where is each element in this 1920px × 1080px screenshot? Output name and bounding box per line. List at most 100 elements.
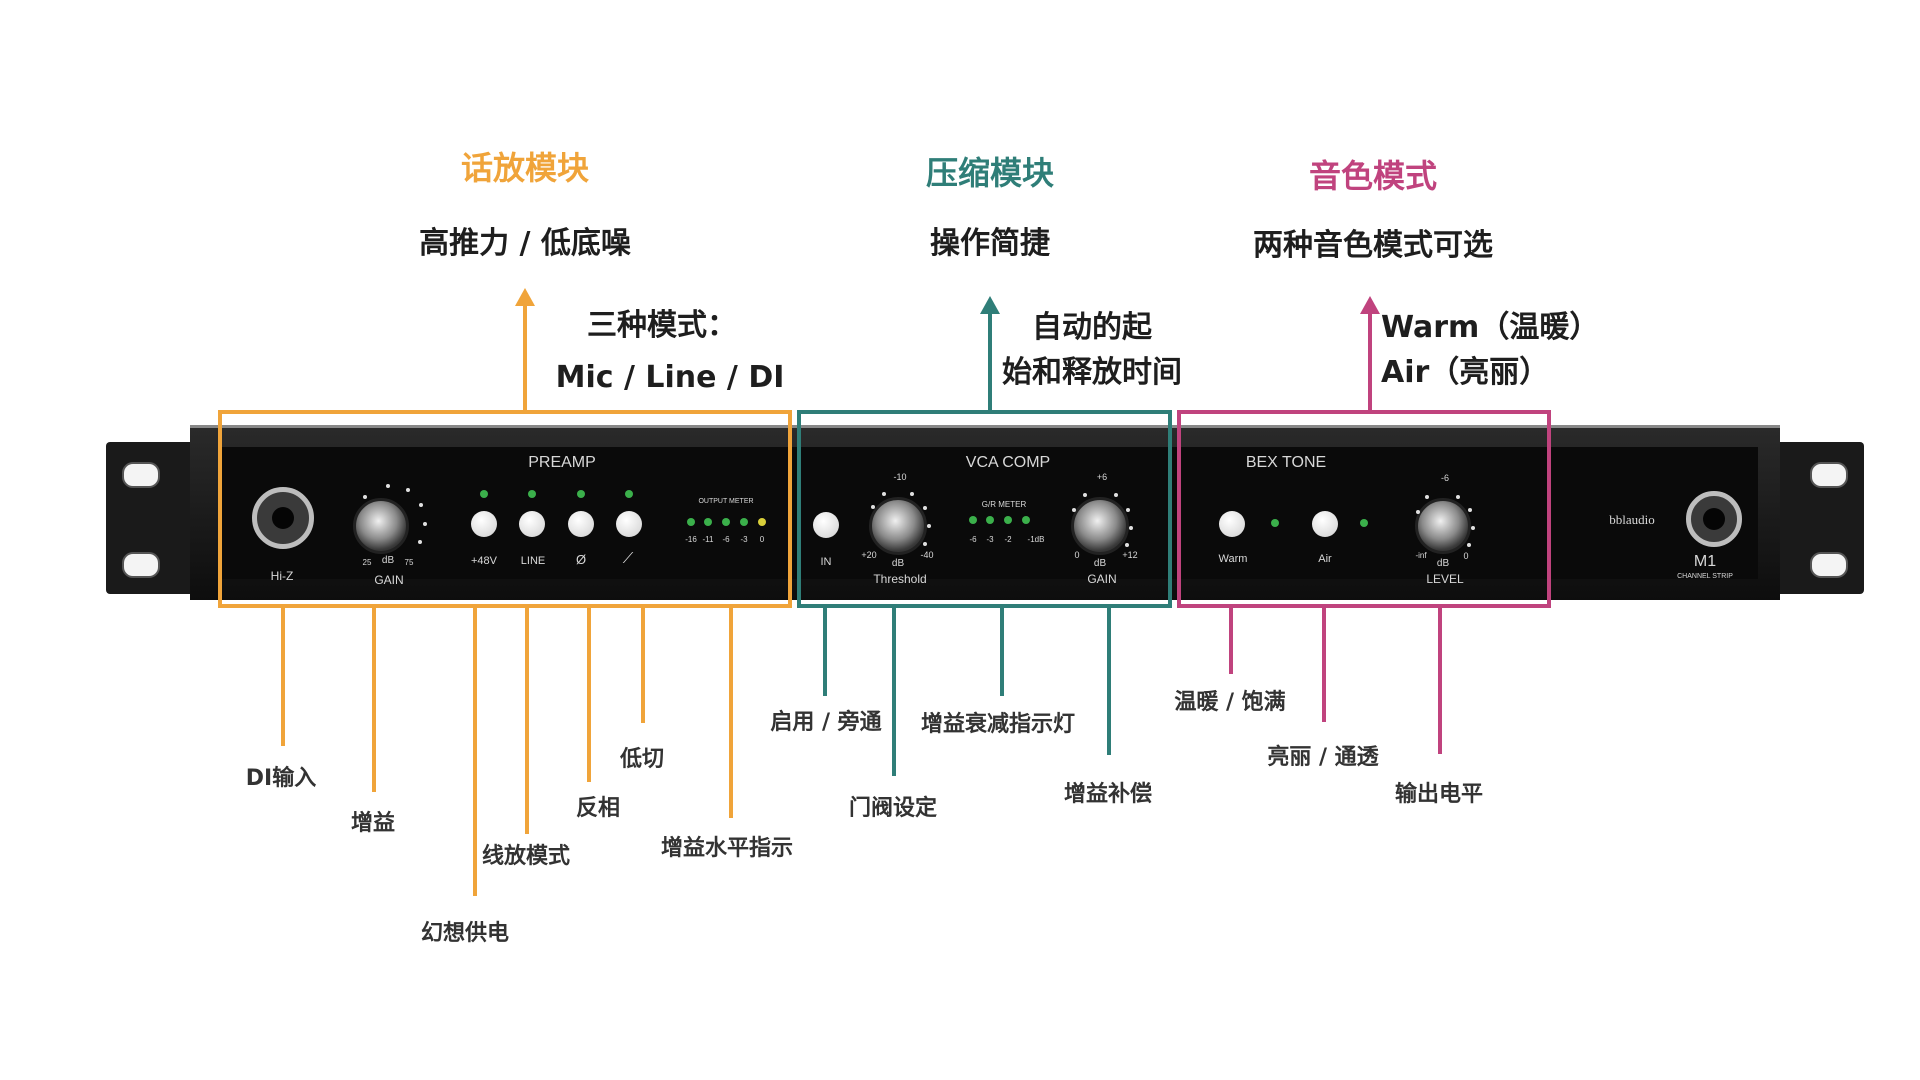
comp-gain-scale-min: 0 [1074, 550, 1080, 560]
output-meter-tick: -11 [702, 535, 714, 544]
output-meter-label: OUTPUT METER [698, 498, 754, 505]
output-meter-led [740, 518, 748, 526]
tone-feature-line1: Warm（温暖） [1381, 310, 1600, 345]
hiz-input-jack[interactable] [252, 487, 314, 549]
rack-hole-icon [1810, 552, 1848, 578]
level-scale-min: -inf [1415, 551, 1427, 560]
comp-section-subtitle: 操作简捷 [930, 226, 1050, 261]
air-leader [1322, 608, 1326, 722]
model-name: M1 [1693, 553, 1717, 570]
output-meter-tick: -16 [685, 535, 697, 544]
scale-dot [1072, 508, 1076, 512]
front-panel [218, 447, 1758, 579]
output-jack[interactable] [1686, 491, 1742, 547]
callout-threshold: 门阀设定 [848, 796, 938, 821]
comp-feature-line1: 自动的起 [1032, 310, 1152, 345]
gr-meter-tick: -6 [969, 535, 977, 544]
scale-dot [418, 540, 422, 544]
tone-arrow-icon [1360, 296, 1380, 314]
scale-dot [1416, 510, 1420, 514]
preamp-arrow-icon [515, 288, 535, 306]
threshold-scale-min: +20 [861, 550, 877, 560]
gr-meter-led [969, 516, 977, 524]
comp-gain-label: GAIN [1087, 572, 1117, 586]
comp-gain-scale-top: +6 [1096, 472, 1108, 482]
comp-in-button[interactable] [813, 512, 839, 538]
phantom-leader [473, 608, 477, 896]
rack-hole-icon [122, 552, 160, 578]
hpf-button[interactable] [616, 511, 642, 537]
callout-gr-indicator: 增益衰减指示灯 [920, 712, 1076, 737]
gain-scale-unit: dB [381, 555, 395, 566]
makeup-gain-leader [1107, 608, 1111, 755]
enable-bypass-leader [823, 608, 827, 696]
output-meter-led [704, 518, 712, 526]
hpf-led [625, 490, 633, 498]
comp-arrow-shaft [988, 310, 992, 412]
preamp-arrow-shaft [523, 300, 527, 412]
scale-dot [386, 484, 390, 488]
rack-hole-icon [122, 462, 160, 488]
warm-label: Warm [1218, 553, 1248, 565]
callout-warm-saturation: 温暖 / 饱满 [1174, 690, 1286, 715]
level-scale-unit: dB [1436, 558, 1450, 569]
threshold-leader [892, 608, 896, 776]
scale-dot [1471, 526, 1475, 530]
scale-dot [923, 506, 927, 510]
phase-led [577, 490, 585, 498]
gr-indicator-leader [1000, 608, 1004, 696]
preamp-section-frame [218, 410, 792, 608]
level-label: LEVEL [1426, 572, 1464, 586]
callout-phase: 反相 [575, 796, 621, 821]
gr-meter-tick: -1dB [1027, 535, 1045, 544]
callout-phantom: 幻想供电 [420, 921, 510, 946]
line-button[interactable] [519, 511, 545, 537]
comp-arrow-icon [980, 296, 1000, 314]
phantom-48v-button[interactable] [471, 511, 497, 537]
warm-button[interactable] [1219, 511, 1245, 537]
output-meter-tick: -3 [740, 535, 748, 544]
scale-dot [927, 524, 931, 528]
callout-gain: 增益 [350, 811, 396, 836]
threshold-knob[interactable] [869, 497, 927, 555]
comp-in-label: IN [820, 556, 832, 568]
scale-dot [923, 542, 927, 546]
tone-panel-label: BEX TONE [1245, 454, 1327, 471]
gr-meter-label: G/R METER [981, 500, 1027, 509]
output-level-leader [1438, 608, 1442, 754]
threshold-scale-top: -10 [893, 472, 907, 482]
comp-feature-line2: 始和释放时间 [1002, 355, 1182, 390]
tone-section-frame [1177, 410, 1551, 608]
line-led [528, 490, 536, 498]
preamp-gain-label: GAIN [374, 573, 404, 587]
threshold-label: Threshold [873, 572, 927, 586]
comp-gain-knob[interactable] [1071, 497, 1129, 555]
scale-dot [882, 492, 886, 496]
scale-dot [871, 505, 875, 509]
scale-dot [419, 503, 423, 507]
preamp-gain-knob[interactable] [353, 498, 409, 554]
preamp-panel-label: PREAMP [528, 454, 596, 471]
callout-enable-bypass: 启用 / 旁通 [770, 710, 882, 735]
gr-meter-led [986, 516, 994, 524]
tone-section-title: 音色模式 [1308, 157, 1438, 195]
phase-button[interactable] [568, 511, 594, 537]
threshold-scale-max: -40 [920, 550, 934, 560]
gain-scale-min: 25 [362, 558, 372, 567]
tone-section-subtitle: 两种音色模式可选 [1253, 228, 1493, 263]
level-knob[interactable] [1415, 498, 1471, 554]
gr-meter-tick: -2 [1004, 535, 1012, 544]
gain-scale-max: 75 [404, 558, 414, 567]
air-button[interactable] [1312, 511, 1338, 537]
scale-dot [406, 488, 410, 492]
level-scale-top: -6 [1440, 473, 1450, 483]
phase-leader [587, 608, 591, 782]
comp-gain-scale-unit: dB [1093, 558, 1107, 569]
warm-leader [1229, 608, 1233, 674]
brand-logo: bblaudio [1609, 512, 1655, 527]
comp-section-title: 压缩模块 [925, 154, 1055, 192]
hiz-label: Hi-Z [270, 569, 294, 583]
comp-gain-scale-max: +12 [1122, 550, 1138, 560]
di-input-leader [281, 608, 285, 746]
scale-dot [1125, 543, 1129, 547]
